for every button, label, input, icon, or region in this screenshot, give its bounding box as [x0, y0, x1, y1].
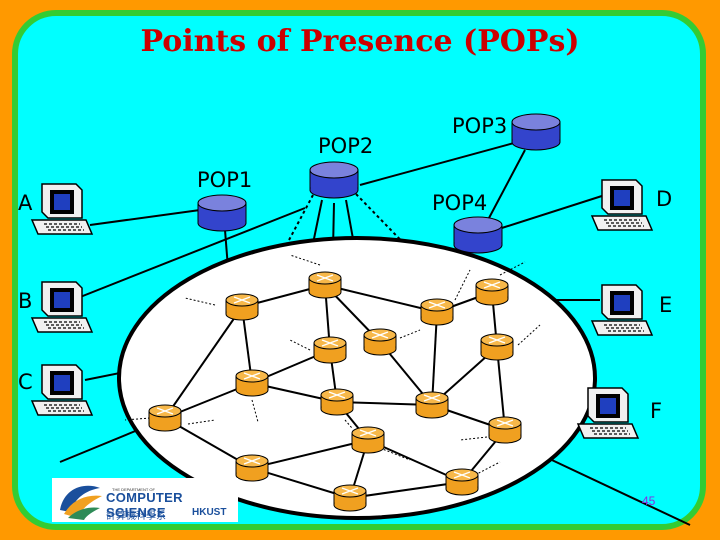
host-b-computer [31, 281, 93, 333]
link-b-pop2 [59, 207, 306, 306]
host-b-label: B [18, 289, 33, 313]
core-router [235, 369, 269, 397]
link-stubs [124, 254, 541, 489]
core-router [475, 278, 509, 306]
pop3-label: POP3 [452, 114, 508, 138]
core-router [308, 271, 342, 299]
core-router [225, 293, 259, 321]
hkust-emblem-icon [54, 478, 106, 522]
core-router [235, 454, 269, 482]
logo-department-text: THE DEPARTMENT OF [112, 487, 155, 492]
logo-name-text: COMPUTER SCIENCE [106, 490, 183, 520]
core-router [363, 328, 397, 356]
core-router [420, 298, 454, 326]
host-c-computer [31, 364, 93, 416]
core-router [415, 391, 449, 419]
pop3-router [511, 113, 561, 151]
host-a-computer [31, 183, 93, 235]
page-number: 45 [642, 494, 656, 508]
pop2-router [309, 161, 359, 199]
logo-university-text: HKUST [192, 507, 227, 518]
core-router [445, 468, 479, 496]
core-router [333, 484, 367, 512]
host-e-label: E [659, 293, 673, 317]
host-d-computer [591, 179, 653, 231]
department-logo: THE DEPARTMENT OF COMPUTER SCIENCE 計算機科學… [52, 478, 238, 522]
host-a-label: A [18, 191, 33, 215]
core-router [148, 404, 182, 432]
core-router [480, 333, 514, 361]
core-router [313, 336, 347, 364]
host-f-label: F [650, 399, 663, 423]
slide-title: Points of Presence (POPs) [140, 24, 580, 59]
pop4-label: POP4 [432, 191, 488, 215]
pop1-router [197, 194, 247, 232]
core-router [351, 426, 385, 454]
host-e-computer [591, 284, 653, 336]
host-c-label: C [18, 370, 33, 394]
logo-chinese-text: 計算機科學系 [106, 511, 166, 522]
link-pop2-pop3 [359, 139, 526, 186]
pop1-label: POP1 [197, 168, 253, 192]
link-a-pop1 [89, 209, 201, 226]
core-router [320, 388, 354, 416]
host-d-label: D [656, 187, 673, 211]
pop2-label: POP2 [318, 134, 374, 158]
core-router [488, 416, 522, 444]
pop4-router [453, 216, 503, 254]
